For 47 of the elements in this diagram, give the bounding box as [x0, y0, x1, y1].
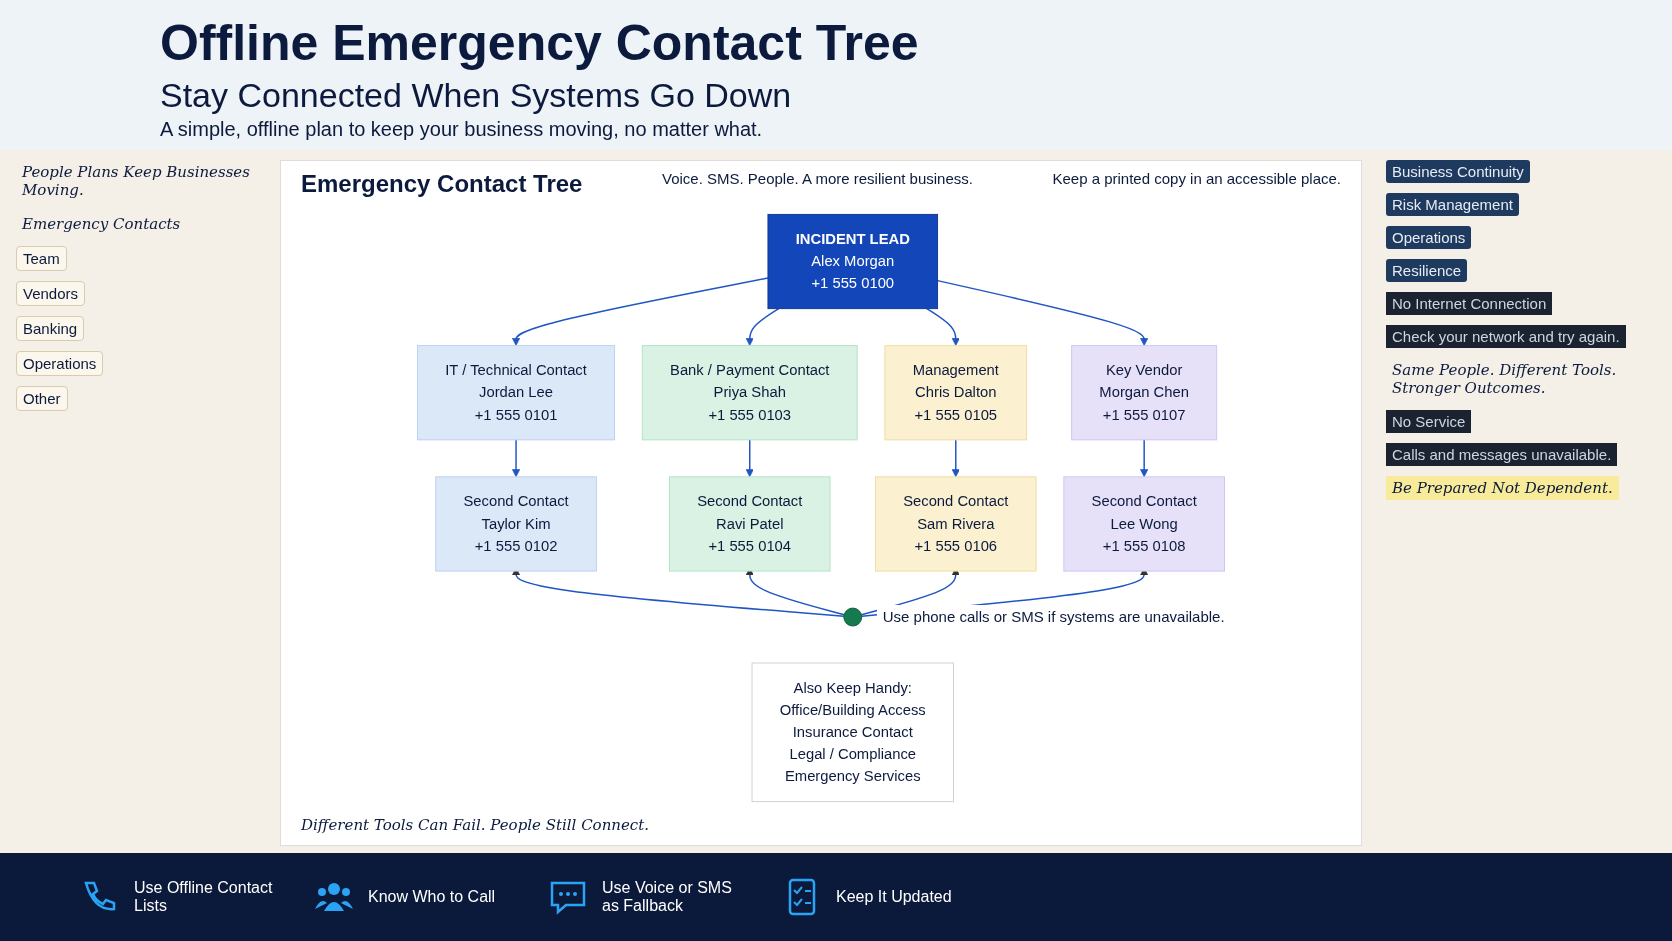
- arrow: [745, 439, 754, 478]
- folder-label: Emergency Contacts: [21, 214, 182, 235]
- feature-label: Know Who to Call: [368, 888, 497, 906]
- arrow: [951, 439, 960, 478]
- node-box: Also Keep Handy: Office/Building Access Insurance Contact Legal / Compliance Emergency Services: [751, 662, 954, 803]
- arrow: [512, 277, 769, 346]
- feature-label: Keep It Updated: [836, 888, 953, 906]
- node-box: Bank / Payment Contact Priya Shah +1 555 0103: [641, 345, 858, 441]
- node-box: IT / Technical Contact Jordan Lee +1 555 0101: [417, 345, 616, 441]
- mug-text: Same People. Different Tools. Stronger Outcomes.: [1391, 360, 1618, 399]
- screen-hint: Check your network and try again.: [1386, 325, 1626, 348]
- node-box: Second Contact Sam Rivera +1 555 0106: [875, 476, 1037, 572]
- book-spine-title: Business Continuity: [1386, 160, 1530, 183]
- phone-screen-message: No Service: [1386, 410, 1472, 433]
- screen-message: No Internet Connection: [1386, 292, 1553, 315]
- tab-label: Vendors: [16, 281, 86, 306]
- tab-label: Team: [16, 246, 67, 271]
- node-box: Second Contact Taylor Kim +1 555 0102: [435, 476, 597, 572]
- tab-label: Operations: [16, 351, 104, 376]
- handwritten-note: Different Tools Can Fail. People Still Connect.: [300, 815, 651, 836]
- phone-screen-hint: Calls and messages unavailable.: [1386, 443, 1618, 466]
- arrow: [512, 439, 521, 478]
- sheet-title: Emergency Contact Tree: [300, 169, 584, 199]
- tab-label: Other: [16, 386, 68, 411]
- node-box: Management Chris Dalton +1 555 0105: [884, 345, 1028, 441]
- book-spine-title: Risk Management: [1386, 193, 1519, 216]
- feature-label: Use Offline Contact Lists: [134, 879, 274, 915]
- mug-text: People Plans Keep Businesses Moving.: [21, 162, 251, 201]
- book-spine-title: Resilience: [1386, 259, 1468, 282]
- note-text: Keep a printed copy in an accessible place.: [1051, 169, 1342, 189]
- node-box: INCIDENT LEAD Alex Morgan +1 555 0100: [767, 213, 939, 310]
- node-box: Key Vendor Morgan Chen +1 555 0107: [1071, 345, 1218, 441]
- tab-label: Banking: [16, 316, 85, 341]
- arrow: [745, 307, 780, 346]
- sheet-subtitle: Voice. SMS. People. A more resilient business.: [660, 169, 974, 189]
- node-box: Second Contact Ravi Patel +1 555 0104: [668, 476, 831, 572]
- intro-text: A simple, offline plan to keep your business moving, no matter what.: [160, 118, 763, 141]
- subtitle: Stay Connected When Systems Go Down: [160, 76, 792, 115]
- node-circle: [843, 607, 863, 627]
- arrow: [936, 279, 1149, 346]
- page-title: Offline Emergency Contact Tree: [160, 14, 919, 72]
- book-spine-title: Operations: [1386, 226, 1472, 249]
- arrow: [926, 307, 960, 346]
- node-box: Second Contact Lee Wong +1 555 0108: [1063, 476, 1225, 572]
- sticky-note: Be Prepared Not Dependent.: [1386, 476, 1619, 500]
- feature-label: Use Voice or SMS as Fallback: [602, 879, 733, 915]
- arrow: [1140, 439, 1149, 478]
